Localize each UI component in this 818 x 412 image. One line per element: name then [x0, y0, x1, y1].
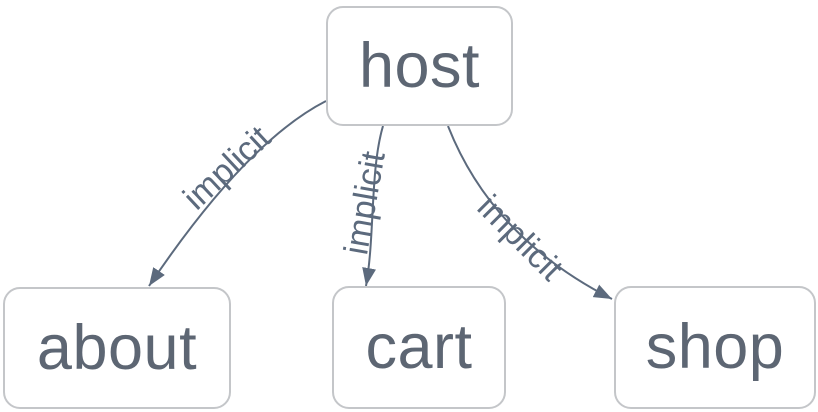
node-shop-label: shop: [645, 312, 785, 382]
node-shop[interactable]: shop: [614, 286, 816, 409]
edge-host-about: [148, 100, 327, 287]
node-host[interactable]: host: [326, 6, 513, 126]
edge-host-cart: [362, 125, 384, 287]
node-about-label: about: [36, 312, 198, 383]
node-about[interactable]: about: [3, 287, 231, 409]
node-cart-label: cart: [365, 312, 473, 382]
edge-host-shop: [447, 125, 613, 300]
node-cart[interactable]: cart: [332, 286, 506, 409]
node-host-label: host: [358, 30, 481, 101]
